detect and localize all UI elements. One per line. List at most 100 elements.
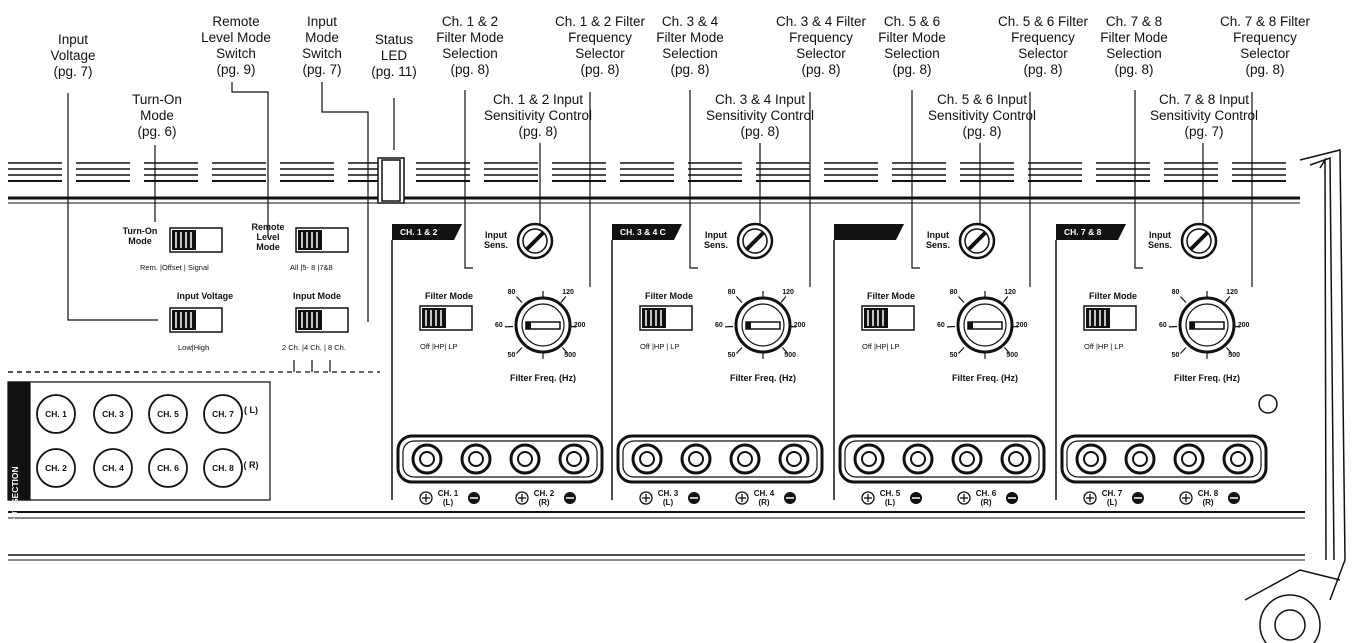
rca-input-label: CH. 1: [45, 409, 67, 419]
dial-tick-label: 50: [507, 351, 516, 359]
rca-input-label: CH. 4: [102, 463, 124, 473]
input-section-box: [7, 360, 380, 501]
terminal-label: CH. 3 (L): [657, 489, 679, 507]
heatsink-rails: [8, 162, 1300, 204]
rca-input-jack: [36, 448, 76, 488]
group-tag: CH. 1 & 2: [400, 227, 438, 237]
dial-tick-label: 500: [564, 351, 576, 359]
callout-ch12-input-sens: Ch. 1 & 2 Input Sensitivity Control (pg.…: [483, 92, 593, 139]
dial-tick-label: 500: [1006, 351, 1018, 359]
terminal-label: CH. 8 (R): [1197, 489, 1219, 507]
input-voltage-label: Input Voltage: [176, 291, 234, 301]
turn-on-mode-label: Turn-On Mode: [122, 226, 158, 246]
filter-mode-options: Off |HP| LP: [420, 342, 458, 351]
terminal-label: CH. 5 (L): [879, 489, 901, 507]
filter-mode-options: Off |HP | LP: [640, 342, 680, 351]
input-sensitivity-knob: [736, 222, 774, 260]
callout-ch78-filter-mode: Ch. 7 & 8 Filter Mode Selection (pg. 8): [1100, 14, 1168, 77]
dial-tick-label: 120: [562, 288, 574, 296]
rca-input-jack: [93, 394, 133, 434]
dial-tick-label: 120: [1226, 288, 1238, 296]
callout-ch78-input-sens: Ch. 7 & 8 Input Sensitivity Control (pg.…: [1149, 92, 1259, 139]
filter-mode-switch: [639, 305, 693, 331]
status-led: [377, 157, 405, 204]
dial-tick-label: 80: [727, 288, 736, 296]
dial-tick-label: 120: [782, 288, 794, 296]
input-sens-label: Input Sens.: [1147, 230, 1172, 250]
remote-level-mode-options: All |5- 8 |7&8: [290, 263, 333, 272]
right-channel-tag: ( R): [243, 460, 259, 470]
callout-ch56-filter-mode: Ch. 5 & 6 Filter Mode Selection (pg. 8): [878, 14, 946, 77]
dial-tick-label: 50: [727, 351, 736, 359]
input-voltage-options: Low|High: [178, 343, 210, 352]
input-voltage-switch: [169, 307, 223, 333]
dial-tick-label: 60: [1159, 322, 1167, 330]
terminal-label: CH. 6 (R): [975, 489, 997, 507]
filter-mode-options: Off |HP | LP: [1084, 342, 1124, 351]
callout-status-led: Status LED (pg. 11): [371, 32, 417, 79]
filter-frequency-dial: [946, 291, 1019, 359]
dial-tick-label: 50: [1171, 351, 1180, 359]
group-tag-banner: [834, 224, 904, 240]
leader-lines: [67, 82, 1253, 322]
dial-tick-label: 60: [937, 322, 945, 330]
speaker-terminal-block: [396, 434, 604, 484]
callout-input-mode-switch: Input Mode Switch (pg. 7): [302, 14, 342, 77]
rca-input-label: CH. 2: [45, 463, 67, 473]
terminal-label: CH. 4 (R): [753, 489, 775, 507]
dial-tick-label: 80: [1171, 288, 1180, 296]
callout-ch78-filter-freq: Ch. 7 & 8 Filter Frequency Selector (pg.…: [1219, 14, 1311, 77]
dial-tick-label: 200: [573, 322, 586, 330]
input-sens-label: Input Sens.: [483, 230, 508, 250]
terminal-label: CH. 2 (R): [533, 489, 555, 507]
dial-tick-label: 120: [1004, 288, 1016, 296]
terminal-label: CH. 7 (L): [1101, 489, 1123, 507]
group-tag-banner: [392, 224, 462, 240]
group-tag-banner: [612, 224, 682, 240]
filter-frequency-dial: [724, 291, 797, 359]
callout-ch56-filter-freq: Ch. 5 & 6 Filter Frequency Selector (pg.…: [997, 14, 1089, 77]
callout-ch12-filter-freq: Ch. 1 & 2 Filter Frequency Selector (pg.…: [554, 14, 646, 77]
callout-ch34-input-sens: Ch. 3 & 4 Input Sensitivity Control (pg.…: [705, 92, 815, 139]
dial-tick-label: 500: [1228, 351, 1240, 359]
input-section-title: INPUT SECTION: [10, 466, 22, 532]
dial-tick-label: 80: [949, 288, 958, 296]
group-tag-banner: [1056, 224, 1126, 240]
input-sensitivity-knob: [516, 222, 554, 260]
dial-tick-label: 60: [495, 322, 503, 330]
remote-level-mode-label: Remote Level Mode: [251, 222, 285, 252]
dial-tick-label: 80: [507, 288, 516, 296]
filter-mode-label: Filter Mode: [1088, 291, 1137, 301]
rca-input-label: CH. 3: [102, 409, 124, 419]
input-sensitivity-knob: [1180, 222, 1218, 260]
speaker-terminal-block: [838, 434, 1046, 484]
rca-input-label: CH. 8: [212, 463, 234, 473]
rca-input-jack: [203, 394, 243, 434]
group-separators: [391, 240, 1057, 500]
rca-input-label: CH. 7: [212, 409, 234, 419]
filter-frequency-dial: [1168, 291, 1241, 359]
filter-freq-label: Filter Freq. (Hz): [509, 373, 576, 383]
input-sens-label: Input Sens.: [703, 230, 728, 250]
filter-mode-switch: [861, 305, 915, 331]
rca-input-label: CH. 5: [157, 409, 179, 419]
filter-frequency-dial: [504, 291, 577, 359]
dial-tick-label: 500: [784, 351, 796, 359]
indicator-ring: [1258, 394, 1278, 414]
remote-level-mode-switch: [295, 227, 349, 253]
speaker-terminal-block: [616, 434, 824, 484]
callout-ch56-input-sens: Ch. 5 & 6 Input Sensitivity Control (pg.…: [927, 92, 1037, 139]
dial-tick-label: 60: [715, 322, 723, 330]
input-mode-label: Input Mode: [293, 291, 341, 301]
input-sensitivity-knob: [958, 222, 996, 260]
group-tag: CH. 7 & 8: [1064, 227, 1102, 237]
group-tag: CH. 3 & 4 C: [620, 227, 666, 237]
dial-tick-label: 200: [793, 322, 806, 330]
callout-input-voltage: Input Voltage (pg. 7): [50, 32, 96, 79]
rca-input-label: CH. 6: [157, 463, 179, 473]
dial-tick-label: 200: [1237, 322, 1250, 330]
filter-freq-label: Filter Freq. (Hz): [1173, 373, 1240, 383]
turn-on-mode-switch: [169, 227, 223, 253]
